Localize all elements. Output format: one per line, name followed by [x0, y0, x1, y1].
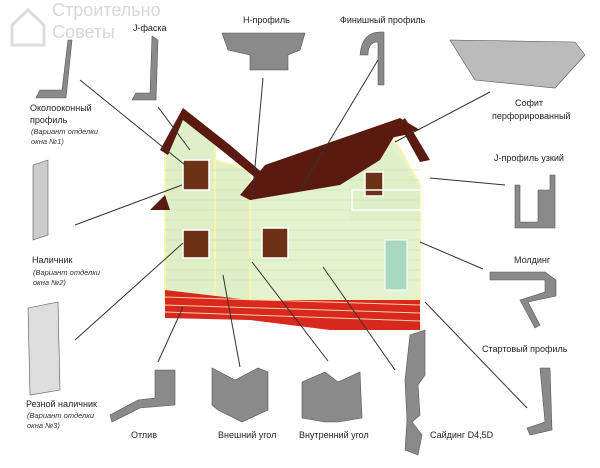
watermark-logo-icon: [10, 7, 46, 47]
label-j-chamfer: J-фаска: [133, 23, 167, 33]
carved-casing-note: (Вариант отделки: [27, 411, 94, 420]
profile-illustrations: [27, 31, 586, 456]
j-chamfer-icon: [131, 35, 159, 101]
watermark-line1: Строительно: [52, 0, 161, 20]
label-soffit-line2: перфорированный: [492, 111, 571, 121]
label-window-profile-line2: профиль: [30, 115, 68, 125]
label-carved-casing: Резной наличник: [26, 399, 97, 409]
label-soffit: Софит: [515, 98, 544, 108]
j-narrow-icon: [514, 174, 556, 229]
label-molding: Молдинг: [514, 255, 551, 265]
finish-profile-icon: [359, 31, 385, 86]
leader-lines: [74, 59, 528, 409]
carved-casing-note-line2: окна №3): [27, 421, 60, 430]
casing-note-line2: окна №2): [33, 278, 66, 287]
label-window-profile: Околооконный: [30, 103, 92, 113]
outer-corner-icon: [211, 367, 269, 423]
inner-corner-icon: [301, 371, 363, 423]
label-inner-corner: Внутренний угол: [299, 430, 369, 440]
starter-profile-icon: [526, 367, 553, 436]
casing-note: (Вариант отделки: [33, 268, 100, 277]
siding-panel-icon: [404, 329, 426, 456]
molding-icon: [489, 271, 557, 329]
label-casing: Наличник: [32, 255, 73, 265]
drip-icon: [109, 369, 176, 423]
label-siding: Сайдинг D4,5D: [430, 430, 494, 440]
casing-icon: [32, 159, 49, 241]
house-illustration: [150, 108, 430, 330]
window-profile-icon: [35, 39, 73, 99]
watermark-line2: Советы: [52, 22, 115, 42]
label-j-narrow: J-профиль узкий: [494, 153, 564, 163]
carved-casing-icon: [27, 301, 61, 396]
soffit-icon: [449, 39, 586, 89]
label-starter: Стартовый профиль: [482, 344, 568, 354]
label-finish-profile: Финишный профиль: [340, 15, 426, 25]
label-h-profile: H-профиль: [243, 15, 290, 25]
label-outer-corner: Внешний угол: [218, 430, 277, 440]
label-drip: Отлив: [131, 430, 157, 440]
window-profile-note-line2: окна №1): [31, 137, 64, 146]
h-profile-icon: [221, 32, 306, 71]
window-profile-note: (Вариант отделки: [31, 127, 98, 136]
